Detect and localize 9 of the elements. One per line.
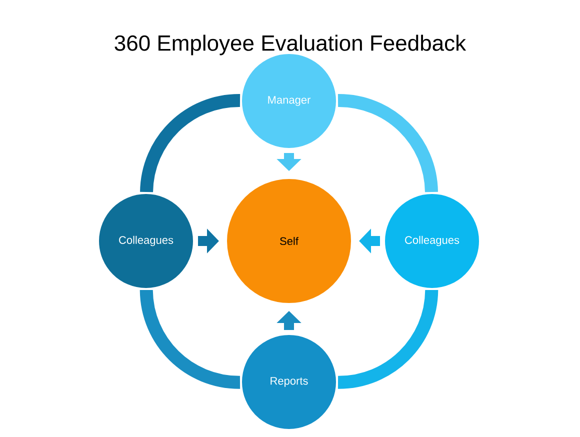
circle-node: Manager xyxy=(240,52,338,150)
ring-segment xyxy=(140,94,240,193)
circle-node: Self xyxy=(225,177,353,305)
ring-segment xyxy=(338,94,438,193)
circle-node: Colleagues xyxy=(97,192,195,290)
circle-node: Reports xyxy=(240,333,338,431)
circle-node: Colleagues xyxy=(383,192,481,290)
ring-segment xyxy=(338,290,438,389)
ring-segment xyxy=(140,290,240,389)
